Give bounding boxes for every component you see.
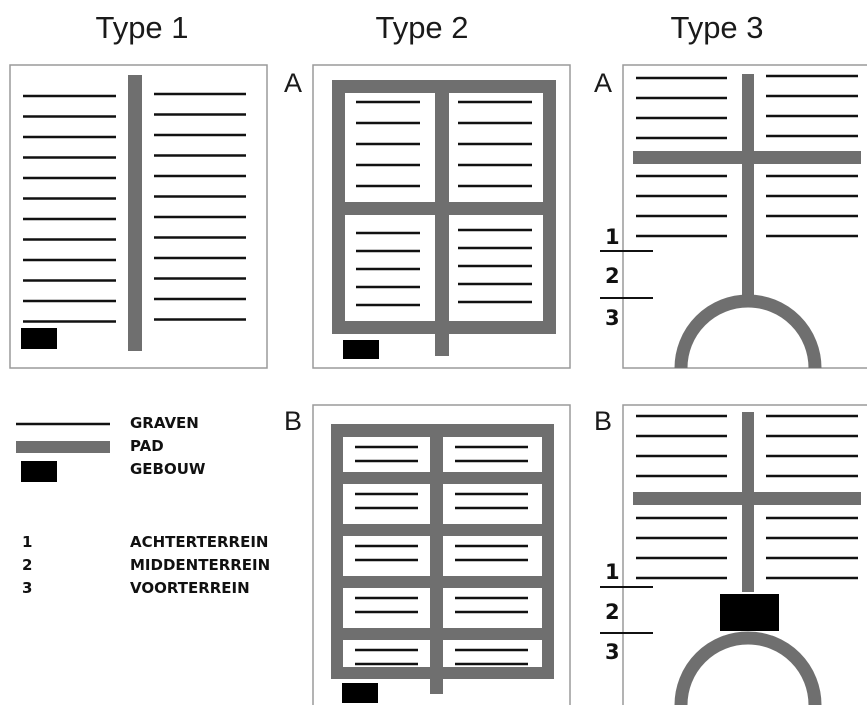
legend-zone-label-1: ACHTERTERREIN (130, 533, 269, 551)
type1-building (21, 328, 57, 349)
type2a-path-center (435, 80, 449, 356)
graves-layer (23, 74, 858, 666)
legend-symbol-path (16, 441, 110, 453)
frame-type-2b (312, 404, 571, 705)
type2b-path-cross (331, 472, 554, 484)
type2b-path-center (430, 424, 443, 694)
type3a-path-vertical (742, 74, 754, 304)
type2a-path-middle (332, 202, 555, 215)
buildings-layer (21, 328, 779, 703)
zone-num-b-3: 3 (605, 640, 620, 664)
legend-zone-label-2: MIDDENTERREIN (130, 556, 271, 574)
zone-num-a-2: 2 (605, 264, 620, 288)
panel-letter-type2-b: B (284, 406, 303, 436)
type1-path (128, 75, 142, 351)
legend-symbol-building (21, 461, 57, 482)
frame-type-3b (622, 404, 867, 705)
type3a-path-arc (674, 294, 822, 369)
type2b-path-right (542, 424, 554, 679)
type2b-building (342, 683, 378, 703)
frame-type-3a (622, 64, 867, 369)
panel-letter-type3-b: B (594, 406, 613, 436)
type3b-building (720, 594, 779, 631)
frame-type-1 (9, 64, 268, 369)
title-type-2: Type 2 (375, 10, 469, 45)
type2b-path-left (331, 424, 343, 679)
legend-label-building: GEBOUW (130, 460, 206, 478)
type2b-path-cross (331, 576, 554, 588)
legend-zone-num-2: 2 (22, 556, 33, 574)
zone-num-b-2: 2 (605, 600, 620, 624)
title-type-1: Type 1 (95, 10, 189, 45)
frame-type-2a (312, 64, 571, 369)
type2b-path-cross (331, 524, 554, 536)
title-type-3: Type 3 (670, 10, 764, 45)
type3a-path-cross (633, 151, 861, 164)
zone-num-b-1: 1 (605, 560, 620, 584)
type3b-path-cross (633, 492, 861, 505)
zone-num-a-3: 3 (605, 306, 620, 330)
legend-zone-label-3: VOORTERREIN (130, 579, 250, 597)
paths-layer (128, 74, 861, 705)
panel-letter-type3-a: A (594, 68, 613, 98)
legend-zone-num-1: 1 (22, 533, 33, 551)
panel-frames (9, 64, 867, 705)
type2a-building (343, 340, 379, 359)
type2b-path-cross (331, 628, 554, 640)
type3b-path-arc (674, 631, 822, 705)
zone-num-a-1: 1 (605, 225, 620, 249)
legend-zone-num-3: 3 (22, 579, 33, 597)
legend-label-graves: GRAVEN (130, 414, 199, 432)
legend-label-path: PAD (130, 437, 164, 455)
legend-symbols (16, 422, 110, 482)
panel-letter-type2-a: A (284, 68, 303, 98)
